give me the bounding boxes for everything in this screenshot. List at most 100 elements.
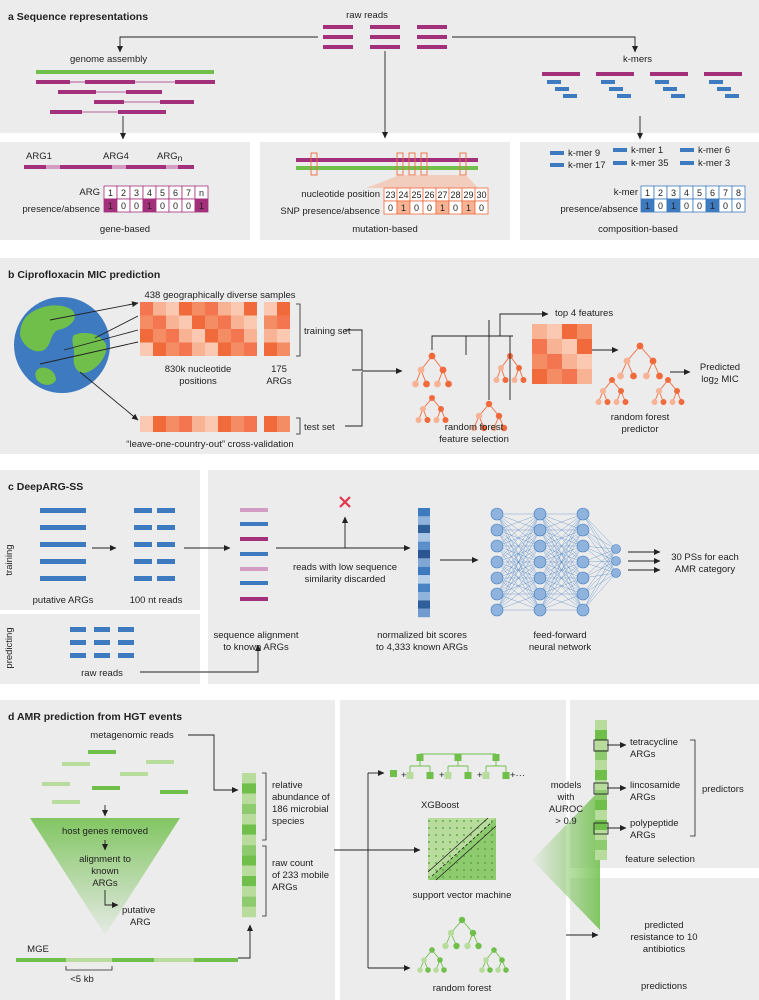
arg4-label: ARG4: [103, 151, 129, 162]
models-line4: > 0.9: [555, 816, 576, 827]
test-cell: [231, 416, 244, 432]
test-arg-cell: [277, 416, 290, 432]
abundance-line1: relative: [272, 780, 303, 791]
panel-d-left-box: [0, 700, 335, 1000]
predicted-line1: predicted: [644, 920, 683, 931]
nn-neuron: [490, 603, 504, 617]
xgb-plus: +: [439, 770, 445, 781]
panel-a-title: a Sequence representations: [8, 11, 148, 23]
snp-value-text: 1: [466, 203, 471, 213]
snp-header-text: 28: [450, 190, 460, 200]
train-arg-cell: [264, 329, 277, 343]
feature-vector-cell: [242, 865, 256, 876]
snp-value-text: 0: [479, 203, 484, 213]
bit-score-cell: [418, 533, 430, 542]
top4-cell: [577, 324, 592, 339]
panel-d: d AMR prediction from HGT events metagen…: [0, 700, 759, 1000]
count-line2: of 233 mobile: [272, 870, 329, 881]
kmer-value-text: 0: [658, 201, 663, 211]
rf-d-node: [495, 967, 501, 973]
rf-fs-node: [412, 380, 419, 388]
bitscore-label-line1: normalized bit scores: [377, 630, 467, 641]
feature-vector-cell: [242, 855, 256, 866]
rf-d-node: [475, 942, 482, 950]
rf-pred-node: [604, 399, 611, 405]
nn-neuron: [533, 507, 547, 521]
nn-neuron: [533, 587, 547, 601]
argn-label: ARGn: [157, 151, 183, 163]
rf-fs-node: [485, 400, 493, 408]
snp-header-text: 25: [411, 190, 421, 200]
rf-label: random forest: [433, 983, 492, 994]
rf-d-node: [469, 929, 477, 937]
alignment-label-line1: sequence alignment: [213, 630, 298, 641]
bit-score-vector: [418, 508, 430, 618]
rf-pred-node: [656, 372, 663, 380]
arrow-top4: [499, 311, 549, 336]
discard-label-line2: similarity discarded: [305, 574, 386, 585]
lincosamide-line1: lincosamide: [630, 780, 680, 791]
nn-neuron: [533, 523, 547, 537]
nn-neuron: [490, 507, 504, 521]
selected-vector-cell: [595, 830, 607, 840]
snp-header-text: 27: [437, 190, 447, 200]
mge-sequence: [16, 958, 238, 962]
top4-cell: [547, 369, 562, 384]
selected-feature-vector: [593, 720, 609, 860]
rf-fs-node: [495, 412, 503, 420]
top4-cell: [547, 324, 562, 339]
kmer-35-label: k-mer 35: [631, 158, 668, 169]
train-cell: [153, 329, 166, 343]
top4-cell: [577, 339, 592, 354]
output-label-line1: 30 PSs for each: [671, 552, 739, 563]
panel-b-title: b Ciprofloxacin MIC prediction: [8, 269, 160, 281]
rf-pred-node: [618, 388, 624, 394]
gene-presence-label: presence/absence: [22, 204, 100, 215]
rf-d-node: [421, 957, 427, 963]
snp-value-text: 0: [388, 203, 393, 213]
feature-selection-label: feature selection: [625, 854, 695, 865]
gene-value-text: 1: [147, 201, 152, 211]
host-removed-label: host genes removed: [62, 826, 148, 837]
xgb-node: [416, 754, 424, 761]
kmer-value-text: 0: [736, 201, 741, 211]
kmer-value-cell: [731, 198, 746, 213]
lincosamide-line2: ARGs: [630, 792, 656, 803]
rf-fs-node: [490, 424, 498, 432]
arg-row-label: ARG: [79, 187, 100, 198]
xgb-node: [492, 754, 500, 761]
training-matrix: [140, 302, 290, 356]
arrow-to-putative: [104, 890, 119, 908]
panel-c-training-box: [0, 470, 200, 610]
kmer-row-label: k-mer: [614, 187, 638, 198]
kmer-header-text: 2: [658, 188, 663, 198]
rf-d-node: [442, 942, 449, 950]
gene-header-text: 3: [134, 188, 139, 198]
rf-predictor-trees: [595, 342, 685, 405]
selected-vector-cell: [595, 800, 607, 810]
kmer-reads-icon: [542, 72, 742, 98]
composition-based-label: composition-based: [598, 224, 678, 235]
gene-value-text: 1: [199, 201, 204, 211]
rf-pred-node: [630, 372, 637, 380]
snp-header-text: 29: [463, 190, 473, 200]
xgb-node: [464, 772, 472, 779]
feature-vector-cell: [242, 876, 256, 887]
raw-reads-label: raw reads: [346, 10, 388, 21]
train-cell: [244, 315, 257, 329]
nn-neuron: [576, 555, 590, 569]
rf-fs-node: [516, 365, 522, 371]
kmers-label: k-mers: [623, 54, 652, 65]
count-brace: [262, 845, 267, 917]
rf-pred-node: [609, 377, 615, 383]
rf-fs-node: [438, 406, 444, 412]
feature-vector-cell: [242, 793, 256, 804]
bit-score-cell: [418, 608, 430, 618]
train-cell: [179, 302, 192, 316]
train-cell: [140, 342, 153, 356]
train-cell: [166, 302, 179, 316]
test-matrix: [140, 416, 290, 432]
bit-score-cell: [418, 516, 430, 525]
nn-neuron: [611, 568, 621, 578]
